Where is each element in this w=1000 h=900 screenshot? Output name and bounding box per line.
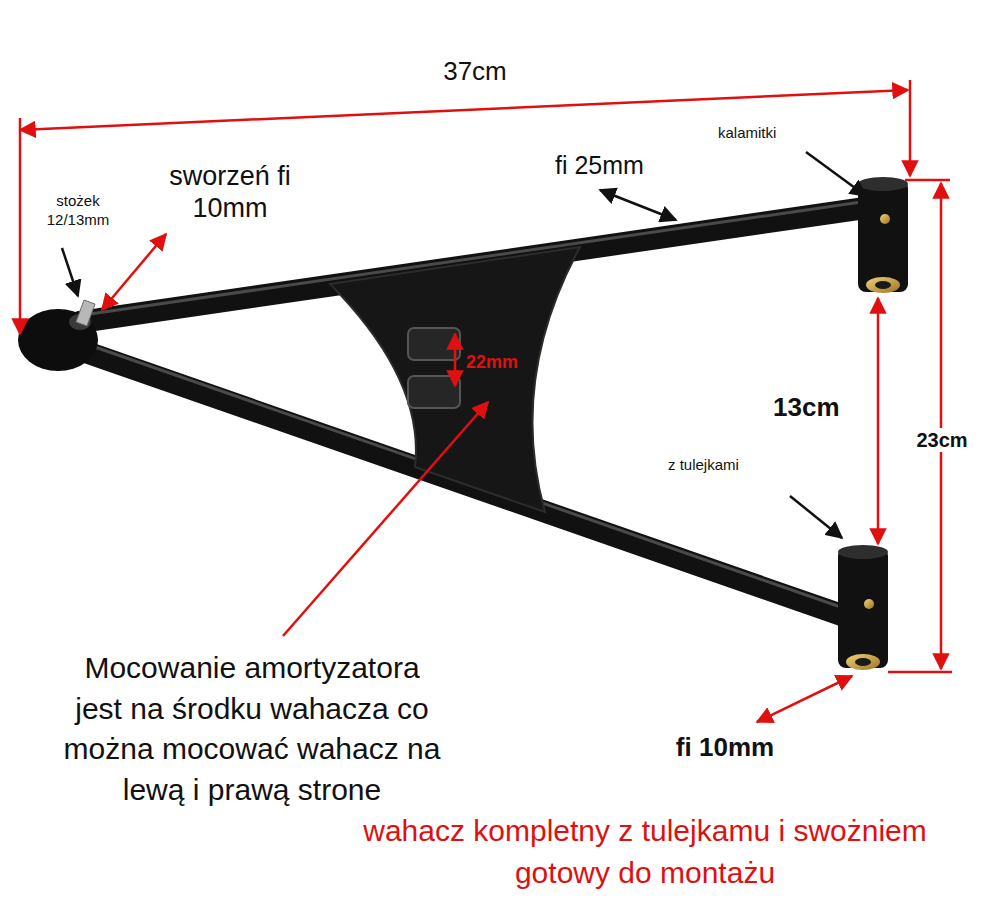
bushing-top bbox=[838, 545, 888, 559]
leader-arrow bbox=[283, 402, 488, 636]
dimension-line bbox=[877, 298, 880, 544]
dimension-label: fi 10mm bbox=[655, 732, 795, 763]
extension-line bbox=[19, 118, 22, 334]
dimension-label: 13cm bbox=[773, 392, 853, 423]
part-label: z tulejkami bbox=[668, 456, 798, 474]
extension-line bbox=[905, 179, 950, 182]
shock-mount-slot bbox=[408, 376, 460, 408]
ball-joint-stud bbox=[76, 300, 95, 326]
upper-bushing bbox=[858, 180, 908, 292]
grease-nipple bbox=[880, 214, 890, 224]
leader-arrow bbox=[790, 496, 842, 538]
dimension-line bbox=[454, 334, 457, 386]
bushing-sleeve bbox=[846, 654, 880, 670]
note-text: wahacz kompletny z tulejkamu i swożniem … bbox=[335, 810, 955, 894]
dimension-label: 37cm bbox=[420, 56, 530, 87]
bushing-hole bbox=[875, 281, 891, 289]
part-label: kalamitki bbox=[718, 124, 818, 142]
dimension-label: 22mm bbox=[466, 352, 536, 374]
note-text: Mocowanie amortyzatora jest na środku wa… bbox=[62, 648, 442, 810]
bushing-sleeve bbox=[866, 277, 900, 293]
shock-mount-slot bbox=[408, 328, 460, 360]
bushing-top bbox=[858, 177, 908, 191]
dimension-line bbox=[940, 183, 943, 669]
leader-arrow bbox=[600, 190, 676, 220]
part-label: stożek 12/13mm bbox=[28, 192, 128, 230]
extension-line bbox=[909, 80, 912, 176]
leader-arrow bbox=[62, 248, 78, 296]
gusset-plate bbox=[330, 247, 580, 512]
leader-arrow bbox=[806, 152, 866, 196]
lower-bushing bbox=[838, 548, 888, 668]
extension-line bbox=[888, 671, 952, 674]
part-label: sworzeń fi 10mm bbox=[165, 160, 295, 225]
dimension-label: 23cm bbox=[911, 428, 973, 452]
leader-arrow bbox=[102, 234, 166, 310]
grease-nipple bbox=[864, 599, 874, 609]
bushing-hole bbox=[855, 658, 871, 666]
leader-arrow bbox=[757, 676, 852, 722]
dimension-label: fi 25mm bbox=[555, 150, 685, 180]
